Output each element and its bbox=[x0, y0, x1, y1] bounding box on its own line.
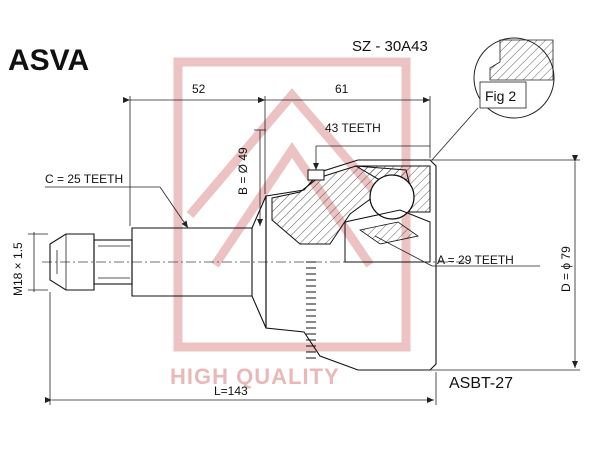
thread-callout: M18 × 1.5 bbox=[11, 232, 48, 296]
shaft-length-label: 52 bbox=[192, 82, 206, 96]
figure-label: Fig 2 bbox=[485, 88, 516, 104]
cv-joint-outline bbox=[49, 159, 437, 371]
catalog-code: ASBT-27 bbox=[449, 375, 513, 392]
ball-bearing bbox=[369, 174, 415, 220]
thread-label: M18 × 1.5 bbox=[11, 242, 25, 296]
outer-teeth-callout: 43 TEETH bbox=[313, 121, 430, 170]
shaft-teeth-label: C = 25 TEETH bbox=[45, 172, 123, 186]
diameter-d-callout: D = ϕ 79 bbox=[430, 155, 580, 371]
total-length-label: L=143 bbox=[214, 384, 248, 398]
total-length-callout: L=143 bbox=[45, 292, 437, 405]
figure-detail: Fig 2 bbox=[431, 37, 555, 161]
inner-race bbox=[344, 209, 431, 263]
brand-logo: ASVA bbox=[8, 44, 89, 77]
diameter-b-label: B = Ø 49 bbox=[236, 147, 250, 195]
inner-teeth-callout: A = 29 TEETH bbox=[374, 235, 540, 267]
abs-ring bbox=[306, 261, 316, 359]
watermark-text: HIGH QUALITY bbox=[170, 364, 340, 389]
length-dimensions: 52 61 bbox=[123, 82, 431, 226]
housing-length-label: 61 bbox=[335, 82, 349, 96]
part-number: SZ - 30A43 bbox=[352, 38, 428, 55]
diameter-d-label: D = ϕ 79 bbox=[559, 246, 573, 292]
inner-teeth-label: A = 29 TEETH bbox=[437, 253, 514, 267]
outer-teeth-label: 43 TEETH bbox=[325, 121, 381, 135]
shaft-teeth-callout: C = 25 TEETH bbox=[45, 172, 189, 229]
diameter-b-callout: B = Ø 49 bbox=[236, 129, 266, 226]
